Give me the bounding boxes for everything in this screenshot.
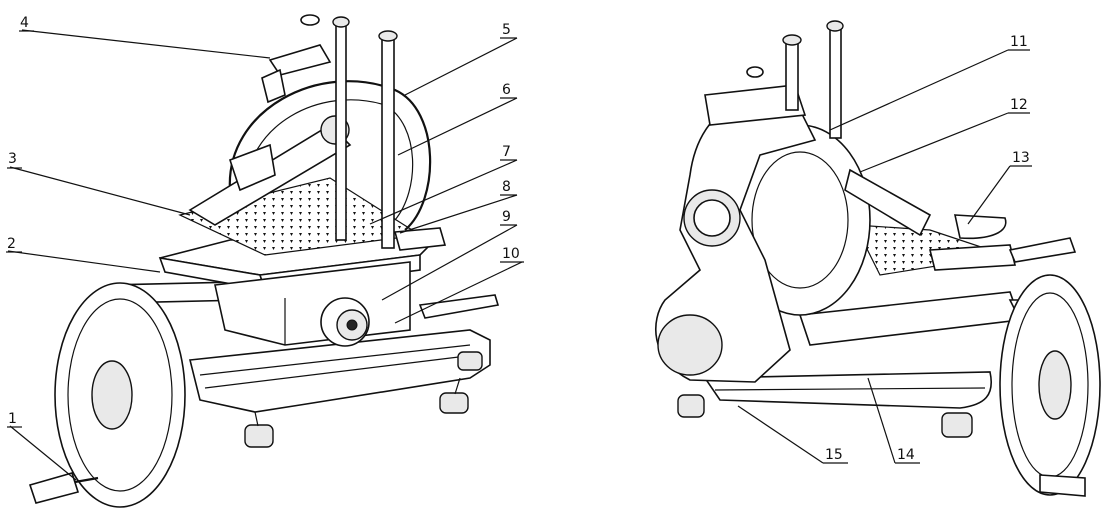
left-foot-1 <box>244 424 274 448</box>
callout-2: 2 <box>6 236 161 273</box>
callout-10: 10 <box>394 246 524 324</box>
callout-label-8: 8 <box>502 179 511 195</box>
callout-label-3: 3 <box>8 151 17 167</box>
callout-label-10: 10 <box>502 246 520 262</box>
left-view-slicer <box>28 14 500 508</box>
callout-4: 4 <box>19 15 271 59</box>
callout-5: 5 <box>404 22 518 96</box>
callout-3: 3 <box>7 151 191 216</box>
right-crank-handle <box>1039 474 1086 497</box>
right-view-slicer <box>654 20 1101 497</box>
callout-label-15: 15 <box>825 447 843 463</box>
right-foot-1 <box>677 394 705 418</box>
right-foot-2 <box>941 412 973 438</box>
callout-8: 8 <box>399 179 518 234</box>
callout-13: 13 <box>967 150 1032 225</box>
callout-1: 1 <box>7 411 77 481</box>
callout-label-7: 7 <box>502 144 511 160</box>
right-base-plate <box>703 371 992 409</box>
callout-label-12: 12 <box>1010 97 1028 113</box>
left-foot-3 <box>457 351 483 371</box>
callout-label-11: 11 <box>1010 34 1028 50</box>
callout-label-4: 4 <box>20 15 29 31</box>
callout-label-2: 2 <box>7 236 16 252</box>
callout-label-5: 5 <box>502 22 511 38</box>
callout-label-6: 6 <box>502 82 511 98</box>
callout-9: 9 <box>381 209 518 301</box>
callout-11: 11 <box>829 34 1030 131</box>
callout-label-13: 13 <box>1012 150 1030 166</box>
callout-14: 14 <box>867 377 920 464</box>
callout-label-9: 9 <box>502 209 511 225</box>
left-foot-2 <box>439 392 469 414</box>
callout-12: 12 <box>859 97 1030 173</box>
callout-label-14: 14 <box>897 447 915 463</box>
callout-15: 15 <box>737 405 848 464</box>
left-crank-handle <box>28 472 80 504</box>
callout-label-1: 1 <box>8 411 17 427</box>
callout-6: 6 <box>397 82 518 156</box>
callout-7: 7 <box>369 144 518 225</box>
